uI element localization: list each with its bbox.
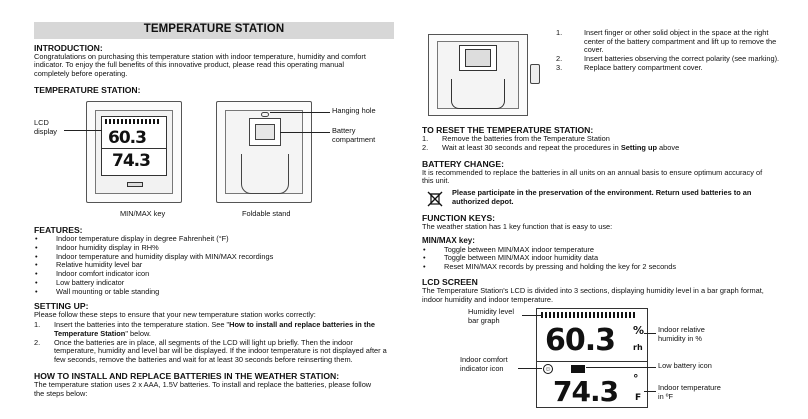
station-back-image (216, 101, 312, 204)
minmax-list: Toggle between MIN/MAX indoor temperatur… (422, 245, 788, 272)
intro-line: Congratulations on purchasing this tempe… (34, 51, 366, 61)
display-degree-symbol: ° (633, 372, 638, 386)
label-low-battery: Low battery icon (658, 361, 712, 371)
list-item: 2. Once the batteries are in place, all … (34, 337, 387, 365)
leader-line (522, 315, 542, 317)
label-indoor-temp: Indoor temperature in ºF (658, 383, 721, 402)
battery-steps: 1.Insert finger or other solid object in… (556, 28, 786, 73)
left-column: TEMPERATURE STATION INTRODUCTION: Congra… (34, 22, 394, 398)
minmax-heading: MIN/MAX key: (422, 236, 475, 246)
recycle-text: authorized depot. (452, 196, 514, 206)
recycle-text: Please participate in the preservation o… (452, 188, 752, 198)
lcd-diagram: 60.3 % rh ☺ 74.3 ° F Humidity level bar … (422, 304, 788, 414)
setup-intro: Please follow these steps to ensure that… (34, 310, 316, 320)
leader-line (270, 112, 330, 114)
list-item: Wall mounting or table standing (34, 287, 394, 297)
label-hanging-hole: Hanging hole (332, 106, 376, 116)
station-figure: 60.3 74.3 LCD display Hanging hole (34, 95, 394, 223)
list-item: Relative humidity level bar (34, 261, 394, 270)
list-item: Indoor comfort indicator icon (34, 269, 394, 279)
list-item: Indoor temperature display in degree Fah… (34, 234, 394, 244)
lcd-screen-line: indoor humidity and indoor temperature. (422, 294, 554, 304)
label-indoor-rh: Indoor relative humidity in % (658, 325, 705, 344)
minmax-key-button (127, 182, 143, 188)
label-comfort-icon: Indoor comfort indicator icon (460, 355, 508, 374)
label-foldable-stand: Foldable stand (242, 209, 291, 219)
battery-change-line: this unit. (422, 176, 450, 186)
battery-figure: 1.Insert finger or other solid object in… (422, 28, 788, 120)
list-item: Low battery indicator (34, 278, 394, 288)
low-battery-icon (571, 365, 585, 374)
function-keys-text: The weather station has 1 key function t… (422, 222, 613, 232)
leader-line (586, 367, 656, 369)
leader-line (644, 391, 656, 393)
label-minmax-key: MIN/MAX key (120, 209, 166, 219)
crossed-bin-icon (427, 191, 443, 207)
list-item: 1.Remove the batteries from the Temperat… (422, 134, 610, 144)
battery-change-line: It is recommended to replace the batteri… (422, 167, 763, 177)
comfort-smiley-icon: ☺ (543, 364, 553, 375)
label-humidity-bar: Humidity level bar graph (468, 307, 515, 326)
reset-heading: TO RESET THE TEMPERATURE STATION: (422, 125, 594, 135)
battery-cover-piece (530, 64, 540, 84)
battery-change-heading: BATTERY CHANGE: (422, 158, 504, 169)
lcd-panel: 60.3 % rh ☺ 74.3 ° F (536, 308, 648, 409)
list-item: 2.Wait at least 30 seconds and repeat th… (422, 142, 680, 152)
lcd-humidity-value: 60.3 (108, 128, 147, 149)
list-item: Indoor humidity display in RH% (34, 243, 394, 253)
leader-line (644, 333, 656, 335)
list-item: 1. Insert the batteries into the tempera… (34, 320, 375, 338)
right-column: 1.Insert finger or other solid object in… (422, 28, 788, 414)
display-rh-label: rh (633, 343, 643, 353)
function-keys-heading: FUNCTION KEYS: (422, 213, 496, 224)
setup-steps: 1. Insert the batteries into the tempera… (34, 320, 394, 365)
install-heading: HOW TO INSTALL AND REPLACE BATTERIES IN … (34, 370, 340, 381)
lcd-screen-heading: LCD SCREEN (422, 276, 478, 287)
features-list: Indoor temperature display in degree Fah… (34, 234, 394, 297)
intro-heading: INTRODUCTION: (34, 42, 103, 53)
install-line: The temperature station uses 2 x AAA, 1.… (34, 380, 372, 390)
intro-line: completely before operating. (34, 69, 128, 79)
reset-steps: 1.Remove the batteries from the Temperat… (422, 134, 788, 152)
list-item: Reset MIN/MAX records by pressing and ho… (422, 262, 788, 272)
setup-heading: SETTING UP: (34, 301, 89, 312)
display-temperature-unit: F (635, 393, 642, 404)
list-item: Indoor temperature and humidity display … (34, 252, 394, 262)
battery-cover-image (428, 34, 528, 116)
install-line: the steps below: (34, 388, 88, 398)
recycle-notice: Please participate in the preservation o… (422, 188, 788, 207)
label-lcd-display: LCD display (34, 118, 58, 136)
label-battery-compartment: Battery compartment (332, 126, 376, 144)
page-title: TEMPERATURE STATION (34, 22, 394, 39)
lcd-screen-line: The Temperature Station's LCD is divided… (422, 285, 764, 295)
list-item: 2.Insert batteries observing the correct… (556, 54, 780, 64)
list-item: 3.Replace battery compartment cover. (556, 62, 703, 72)
leader-line (64, 130, 102, 132)
intro-line: indicator. To enjoy the full benefits of… (34, 60, 345, 70)
list-item: 1.Insert finger or other solid object in… (556, 28, 777, 55)
features-heading: FEATURES: (34, 225, 83, 236)
lcd-temperature-value: 74.3 (112, 151, 151, 172)
display-humidity-value: 60.3 (545, 323, 616, 359)
station-heading: TEMPERATURE STATION: (34, 84, 141, 95)
display-temperature-value: 74.3 (553, 375, 619, 409)
humidity-bar-graph (541, 312, 635, 319)
station-front-image: 60.3 74.3 (86, 101, 182, 204)
leader-line (280, 132, 330, 134)
list-item: Toggle between MIN/MAX indoor temperatur… (422, 245, 788, 255)
leader-line (518, 368, 542, 370)
display-humidity-unit: % (633, 324, 644, 338)
list-item: Toggle between MIN/MAX indoor humidity d… (422, 254, 788, 263)
